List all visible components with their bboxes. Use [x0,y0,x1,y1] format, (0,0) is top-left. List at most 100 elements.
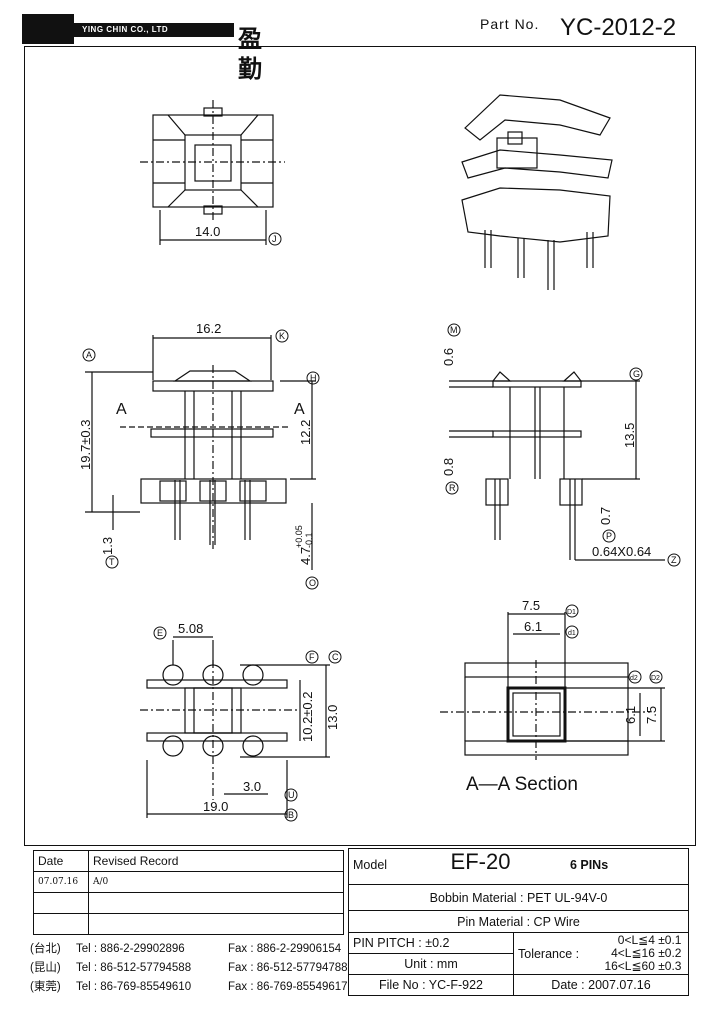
drawing-date: Date : 2007.07.16 [513,974,689,996]
dim-top-width: 14.0 [195,224,220,239]
tolerance-row: 16<L≦60 ±0.3 [604,959,682,973]
dim-pin-stub: 0.7 [598,507,613,525]
dim-body-height: 12.2 [298,420,313,445]
contact-block: (台北) Tel : 886-2-29902896 Fax : 886-2-2990… [30,940,350,997]
side-view [449,371,665,561]
tolerance-row: 0<L≦4 ±0.1 [617,933,682,947]
callout-d1-lower: d1 [568,630,576,637]
model-cell: Model EF-20 6 PINs [348,848,689,885]
bobbin-material: Bobbin Material : PET UL-94V-0 [348,884,689,911]
callout-k: K [279,331,285,341]
dim-height: 19.7±0.3 [78,419,93,470]
spec-table: Model EF-20 6 PINs Bobbin Material : PET… [348,848,689,996]
dim-pin-length: 4.7 [298,547,313,565]
contact-tel: Tel : 86-769-85549610 [76,981,192,993]
record-date [33,892,89,914]
callout-d2-upper: D2 [651,675,660,682]
part-no-label: Part No. [480,16,540,32]
pin-pitch-cell: PIN PITCH : ±0.2 [348,932,514,954]
callout-a: A [86,350,92,360]
callout-c: C [332,652,339,662]
callout-u: U [288,790,295,800]
callout-d2-lower: d2 [630,675,638,682]
tolerance-cell: Tolerance : 0<L≦4 ±0.1 4<L≦16 ±0.2 16<L≦… [513,932,689,975]
callout-r: R [449,483,456,493]
dim-inner-width: 10.2±0.2 [300,691,315,742]
unit-value: mm [436,957,458,971]
contact-fax: Fax : 886-2-29906154 [228,943,342,955]
contact-tel: Tel : 86-512-57794588 [76,962,192,974]
record-entry [88,913,344,935]
dim-window-height: 13.5 [622,423,637,448]
company-name-en: YING CHIN CO., LTD [74,23,234,37]
contact-city: (台北) [30,943,61,955]
record-entry: A/0 [88,871,344,893]
front-view [85,335,316,570]
company-name-cn: 盈勤 [238,24,262,83]
callout-m: M [450,325,458,335]
pin-count: 6 PINs [569,858,609,872]
record-date: 07.07.16 [33,871,89,893]
callout-z: Z [671,555,677,565]
contact-fax: Fax : 86-769-85549617 [228,981,348,993]
isometric-view [461,94,613,290]
dim-section-outer: 7.5 [522,598,540,613]
callout-g: G [633,369,640,379]
top-view [140,100,285,245]
callout-e: E [157,628,163,638]
pin-pitch-value: ±0.2 [425,936,450,950]
contact-city: (東莞) [30,981,61,993]
record-entry [88,892,344,914]
part-no-value: YC-2012-2 [560,14,677,41]
dim-pin-pitch: 5.08 [178,621,203,636]
company-logo: YING CHIN CO., LTD 盈勤 [22,14,262,83]
contact-row: (東莞) Tel : 86-769-85549610 Fax : 86-769-85… [30,978,350,997]
pin-material: Pin Material : CP Wire [348,910,689,933]
callout-p: P [606,531,612,541]
record-date-header: Date [33,850,89,872]
unit-cell: Unit : mm [348,953,514,975]
contact-fax: Fax : 86-512-57794788 [228,962,348,974]
file-no: File No : YC-F-922 [348,974,514,996]
cut-mark-left: A [116,401,127,418]
logo-mark [22,14,74,44]
callout-d1-upper: D1 [567,609,576,616]
dim-flange-width: 16.2 [196,321,221,336]
section-view [440,612,665,760]
dim-pin-size: 0.64X0.64 [592,544,651,559]
record-revised-header: Revised Record [88,850,344,872]
tolerance-label: Tolerance : [518,946,580,961]
model-label: Model [353,858,388,872]
revision-record-table: Date Revised Record 07.07.16 A/0 [33,850,344,935]
dim-flange-top: 0.6 [441,348,456,366]
dim-standoff: 1.3 [100,537,115,555]
dim-total-length: 19.0 [203,799,228,814]
dim-pin-offset: 3.0 [243,779,261,794]
callout-t: T [109,557,115,567]
record-date [33,913,89,935]
contact-row: (台北) Tel : 886-2-29902896 Fax : 886-2-2990… [30,940,350,959]
contact-row: (昆山) Tel : 86-512-57794588 Fax : 86-512-57… [30,959,350,978]
dim-pin-tol-minus: -0.1 [304,532,314,548]
dim-flange-mid: 0.8 [441,458,456,476]
callout-h: H [310,373,317,383]
dim-section-h-inner: 6.1 [623,706,638,724]
bottom-view [140,636,330,818]
dim-section-h-outer: 7.5 [644,706,659,724]
callout-f: F [309,652,315,662]
tolerance-row: 4<L≦16 ±0.2 [611,946,682,960]
pin-pitch-label: PIN PITCH : [353,936,422,950]
callout-j: J [272,234,277,244]
model-value: EF-20 [450,849,511,874]
callout-b: B [288,810,294,820]
dim-section-inner: 6.1 [524,619,542,634]
callout-o: O [309,578,316,588]
unit-label: Unit : [404,957,434,971]
contact-city: (昆山) [30,962,61,974]
contact-tel: Tel : 886-2-29902896 [76,943,185,955]
cut-mark-right: A [294,401,305,418]
section-label: A—A Section [466,774,578,795]
dim-outer-width: 13.0 [325,705,340,730]
dim-pin-tol-plus: +0.05 [294,525,304,548]
